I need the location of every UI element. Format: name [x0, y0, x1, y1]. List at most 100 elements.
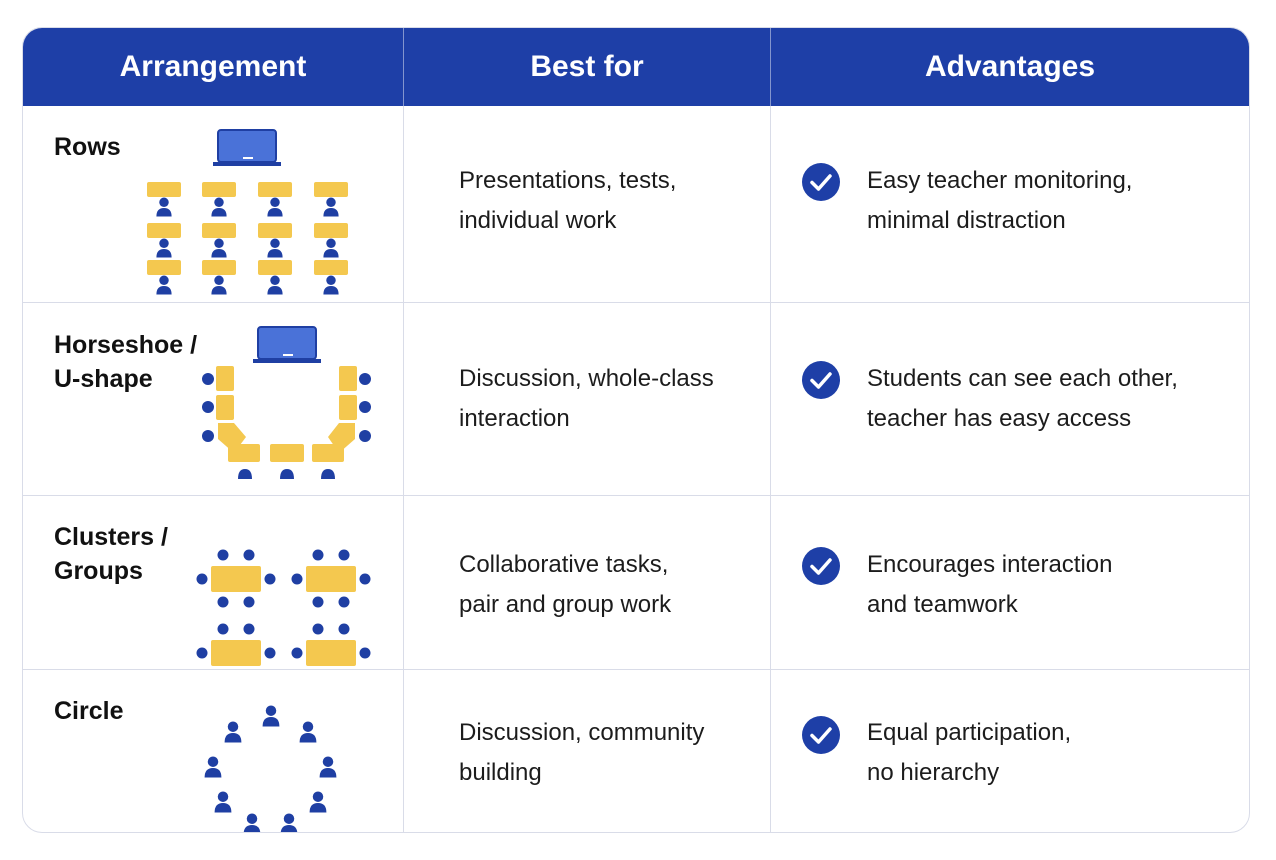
table-header: Arrangement Best for Advantages: [23, 28, 1249, 106]
advantages-cell: Encourages interaction and teamwork: [771, 496, 1249, 669]
arrangement-name-line: Groups: [54, 557, 143, 585]
best-for-text: Collaborative tasks, pair and group work: [459, 545, 671, 625]
student-icon: [338, 596, 350, 608]
student-icon: [359, 573, 371, 585]
header-best-for: Best for: [404, 28, 771, 106]
table-row: Horseshoe / U-shape Discussion, whole-cl…: [23, 302, 1249, 495]
arrangement-table: Arrangement Best for Advantages Rows Pre…: [22, 27, 1250, 833]
student-icon: [267, 275, 283, 295]
arrangement-name: Horseshoe / U-shape: [54, 328, 197, 396]
advantages-text: Students can see each other, teacher has…: [867, 359, 1178, 439]
header-advantages: Advantages: [924, 50, 1096, 83]
best-for-text: Discussion, community building: [459, 713, 704, 793]
student-icon: [243, 549, 255, 561]
desk-icon: [211, 640, 261, 666]
arrangement-name: Rows: [54, 130, 121, 164]
student-icon: [321, 469, 335, 479]
student-icon: [156, 197, 172, 217]
student-icon: [243, 813, 261, 832]
desk-icon: [314, 260, 348, 275]
advantages-line: Students can see each other,: [867, 365, 1178, 392]
arrangement-name-line: Horseshoe /: [54, 331, 198, 359]
student-icon: [217, 549, 229, 561]
student-icon: [291, 647, 303, 659]
student-icon: [217, 596, 229, 608]
student-icon: [323, 275, 339, 295]
best-for-line: Collaborative tasks,: [459, 551, 669, 578]
desk-icon: [202, 260, 236, 275]
clusters-layout-icon: [196, 549, 371, 666]
arrangement-name: Clusters / Groups: [54, 520, 168, 588]
advantages-cell: Equal participation, no hierarchy: [771, 670, 1249, 832]
desk-icon: [258, 260, 292, 275]
arrangement-cell: Clusters / Groups: [23, 496, 404, 669]
arrangement-name-line: Clusters /: [54, 523, 168, 551]
desk-icon: [306, 566, 356, 592]
student-icon: [309, 791, 327, 813]
desk-icon: [216, 366, 234, 391]
table-row: Circle Discussion, community building Eq…: [23, 669, 1249, 832]
best-for-line: Discussion, community: [459, 719, 705, 746]
student-icon: [211, 238, 227, 258]
student-icon: [264, 573, 276, 585]
board-icon: [213, 129, 281, 166]
student-icon: [280, 813, 298, 832]
student-icon: [291, 573, 303, 585]
advantages-line: no hierarchy: [867, 759, 1000, 786]
best-for-line: Discussion, whole-class: [459, 365, 714, 392]
table-row: Rows Presentations, tests, individual wo…: [23, 106, 1249, 302]
best-for-cell: Discussion, community building: [404, 670, 771, 832]
student-icon: [359, 430, 371, 442]
check-circle-icon: [802, 163, 840, 201]
arrangement-name-line: U-shape: [54, 365, 153, 393]
rows-layout-icon: [147, 129, 348, 295]
check-circle-icon: [802, 547, 840, 585]
desk-icon: [339, 366, 357, 391]
student-icon: [202, 373, 214, 385]
desk-icon: [216, 395, 234, 420]
check-circle-icon: [802, 361, 840, 399]
advantages-text: Encourages interaction and teamwork: [867, 545, 1112, 625]
advantages-line: and teamwork: [867, 591, 1018, 618]
advantages-text: Easy teacher monitoring, minimal distrac…: [867, 161, 1132, 241]
table-row: Clusters / Groups Collaborative tasks, p…: [23, 495, 1249, 669]
student-icon: [211, 197, 227, 217]
desk-icon: [306, 640, 356, 666]
arrangement-name: Circle: [54, 694, 123, 728]
desk-icon: [211, 566, 261, 592]
student-icon: [323, 238, 339, 258]
desk-icon: [147, 223, 181, 238]
desk-icon: [314, 223, 348, 238]
student-icon: [243, 623, 255, 635]
desk-icon: [147, 182, 181, 197]
student-icon: [196, 647, 208, 659]
student-icon: [214, 791, 232, 813]
student-icon: [267, 197, 283, 217]
best-for-line: building: [459, 759, 542, 786]
student-icon: [359, 647, 371, 659]
student-icon: [312, 549, 324, 561]
student-icon: [156, 238, 172, 258]
desk-icon: [202, 182, 236, 197]
student-icon: [312, 623, 324, 635]
student-icon: [217, 623, 229, 635]
advantages-line: teacher has easy access: [867, 405, 1132, 432]
student-icon: [202, 401, 214, 413]
advantages-line: Equal participation,: [867, 719, 1072, 746]
best-for-cell: Collaborative tasks, pair and group work: [404, 496, 771, 669]
student-icon: [338, 549, 350, 561]
desk-icon: [228, 444, 260, 462]
student-icon: [319, 756, 337, 778]
desk-icon: [202, 223, 236, 238]
student-icon: [299, 721, 317, 743]
advantages-text: Equal participation, no hierarchy: [867, 713, 1071, 793]
student-icon: [267, 238, 283, 258]
student-icon: [280, 469, 294, 479]
best-for-cell: Presentations, tests, individual work: [404, 106, 771, 302]
best-for-line: Presentations, tests,: [459, 167, 677, 194]
desk-icon: [258, 223, 292, 238]
advantages-cell: Students can see each other, teacher has…: [771, 303, 1249, 495]
advantages-line: minimal distraction: [867, 207, 1066, 234]
best-for-line: individual work: [459, 207, 617, 234]
student-icon: [211, 275, 227, 295]
